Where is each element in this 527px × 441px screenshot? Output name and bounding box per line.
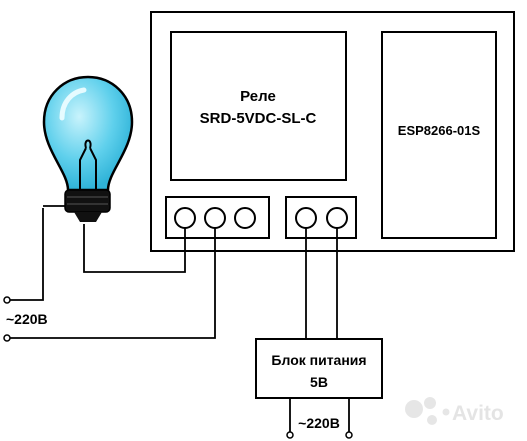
wire-relay1-to-bulb — [83, 224, 186, 273]
bulb-tip — [74, 212, 102, 222]
power-terminal-block — [285, 196, 357, 239]
light-bulb-icon — [42, 75, 134, 222]
mains-bottom-label: ~220В — [298, 415, 340, 431]
relay-terminal-2 — [204, 207, 226, 229]
bulb-highlight — [59, 87, 87, 121]
bulb-glass — [42, 75, 134, 192]
relay-terminal-3 — [234, 207, 256, 229]
power-terminal-1 — [295, 207, 317, 229]
psu-mains-terminal-left — [286, 431, 294, 439]
bulb-socket — [64, 189, 111, 213]
psu-mains-terminal-right — [345, 431, 353, 439]
avito-watermark-text: Avito — [452, 402, 504, 425]
avito-logo-icon — [405, 397, 450, 425]
esp-label: ESP8266-01S — [398, 123, 481, 138]
relay-title: Реле — [240, 88, 276, 105]
mains-terminal-bottom — [3, 334, 11, 342]
wire-relay2-to-mains — [9, 228, 216, 339]
relay-model: SRD-5VDC-SL-C — [200, 110, 317, 127]
power-terminal-2 — [326, 207, 348, 229]
mains-left-label: ~220В — [6, 311, 48, 327]
psu-title: Блок питания — [271, 352, 366, 368]
esp-block — [381, 31, 497, 239]
psu-block — [255, 338, 383, 399]
relay-terminal-1 — [174, 207, 196, 229]
wires — [9, 208, 350, 433]
avito-watermark: Avito — [405, 397, 504, 425]
module-enclosure — [150, 11, 515, 252]
relay-block — [170, 31, 347, 181]
psu-voltage: 5В — [310, 374, 328, 390]
relay-terminal-block — [165, 196, 270, 239]
bulb-filament — [79, 139, 97, 190]
mains-terminal-top — [3, 296, 11, 304]
wire-bulb-to-mains — [9, 208, 44, 301]
